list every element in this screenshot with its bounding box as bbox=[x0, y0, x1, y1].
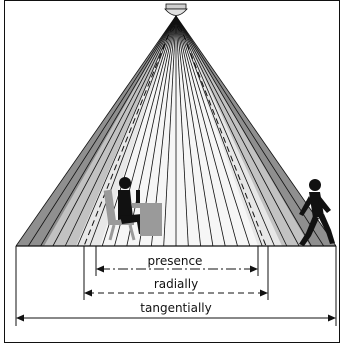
cone-ray bbox=[15, 15, 177, 247]
cone-ray bbox=[64, 15, 177, 247]
ceiling-sensor-icon bbox=[164, 3, 188, 16]
person-head bbox=[119, 177, 131, 189]
presence-label: presence bbox=[148, 254, 203, 268]
dashed-boundary-right bbox=[175, 15, 267, 247]
cone-ray bbox=[175, 15, 263, 247]
cone-ray bbox=[175, 15, 275, 247]
cone-ray bbox=[175, 15, 226, 247]
cone-ray bbox=[175, 15, 312, 247]
desk-top bbox=[132, 203, 162, 208]
person-body bbox=[118, 190, 133, 220]
cone-ray bbox=[52, 15, 177, 247]
cone-ray bbox=[163, 15, 177, 247]
seated-person-at-desk-icon bbox=[103, 177, 162, 241]
tangentially-label: tangentially bbox=[140, 301, 211, 315]
cone-ray bbox=[175, 15, 189, 247]
cone-ray bbox=[77, 15, 177, 247]
cone-ray bbox=[175, 15, 337, 247]
tangentially-dimension: tangentially bbox=[15, 246, 337, 326]
desk-body bbox=[140, 208, 162, 236]
cone-ray bbox=[89, 15, 177, 247]
cone-ray bbox=[175, 15, 300, 247]
detection-cone bbox=[15, 15, 337, 247]
cone-ray bbox=[101, 15, 177, 247]
cone-ray bbox=[40, 15, 177, 247]
presence-dimension: presence bbox=[95, 246, 259, 276]
chair-backrest bbox=[103, 189, 117, 225]
cone-ray bbox=[175, 15, 201, 247]
cone-ray bbox=[27, 15, 177, 247]
cone-rays bbox=[15, 15, 337, 247]
cone-ray bbox=[175, 15, 238, 247]
radially-label: radially bbox=[154, 277, 198, 291]
person-legs bbox=[120, 214, 144, 234]
dashed-boundary-left bbox=[83, 15, 177, 247]
cone-ray bbox=[175, 15, 214, 247]
walking-person-icon bbox=[299, 179, 335, 246]
cone-ray bbox=[175, 15, 251, 247]
monitor bbox=[136, 190, 140, 203]
cone-ray bbox=[175, 15, 325, 247]
cone-ray bbox=[175, 15, 288, 247]
radially-dimension: radially bbox=[83, 246, 269, 300]
chair-seat bbox=[108, 220, 134, 225]
